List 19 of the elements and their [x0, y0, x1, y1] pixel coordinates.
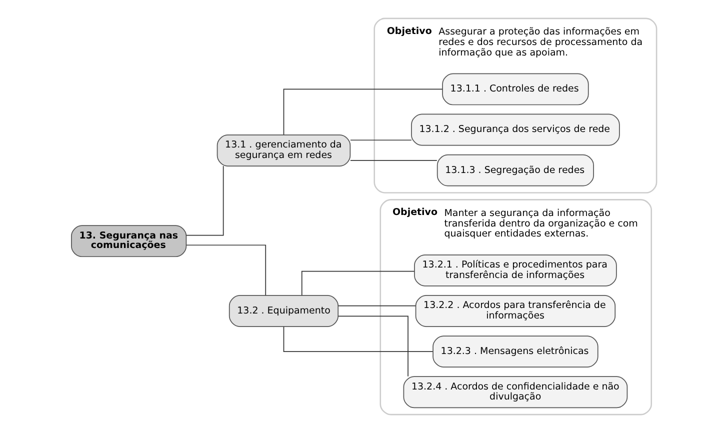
- node-box: 13.1.1 . Controles de redes: [442, 73, 588, 106]
- node-box: 13.1.2 . Segurança dos serviços de rede: [410, 114, 620, 146]
- connector: [350, 160, 437, 161]
- node-box: 13.1 . gerenciamento da segurança em redes: [216, 134, 350, 166]
- node-box: 13.1.3 . Segregação de redes: [436, 154, 594, 186]
- node-box: 13.2 . Equipamento: [228, 295, 338, 327]
- node-box: 13.2.1 . Políticas e procedimentos para transferência de informações: [414, 254, 616, 286]
- node-box: 13. Segurança nas comunicações: [70, 225, 186, 258]
- connector: [300, 270, 414, 296]
- node-box: 13.2.3 . Mensagens eletrônicas: [432, 336, 598, 368]
- node-box: 13.2.2 . Acordos para transferência de informações: [414, 295, 616, 327]
- connector: [350, 140, 412, 141]
- connector: [337, 316, 408, 377]
- node-box: 13.2.4 . Acordos de confidencialidade e não divulgação: [402, 376, 628, 408]
- connector: [186, 244, 266, 296]
- connector: [185, 166, 224, 236]
- connector: [282, 326, 433, 352]
- connector: [282, 88, 442, 136]
- connector: [337, 305, 416, 306]
